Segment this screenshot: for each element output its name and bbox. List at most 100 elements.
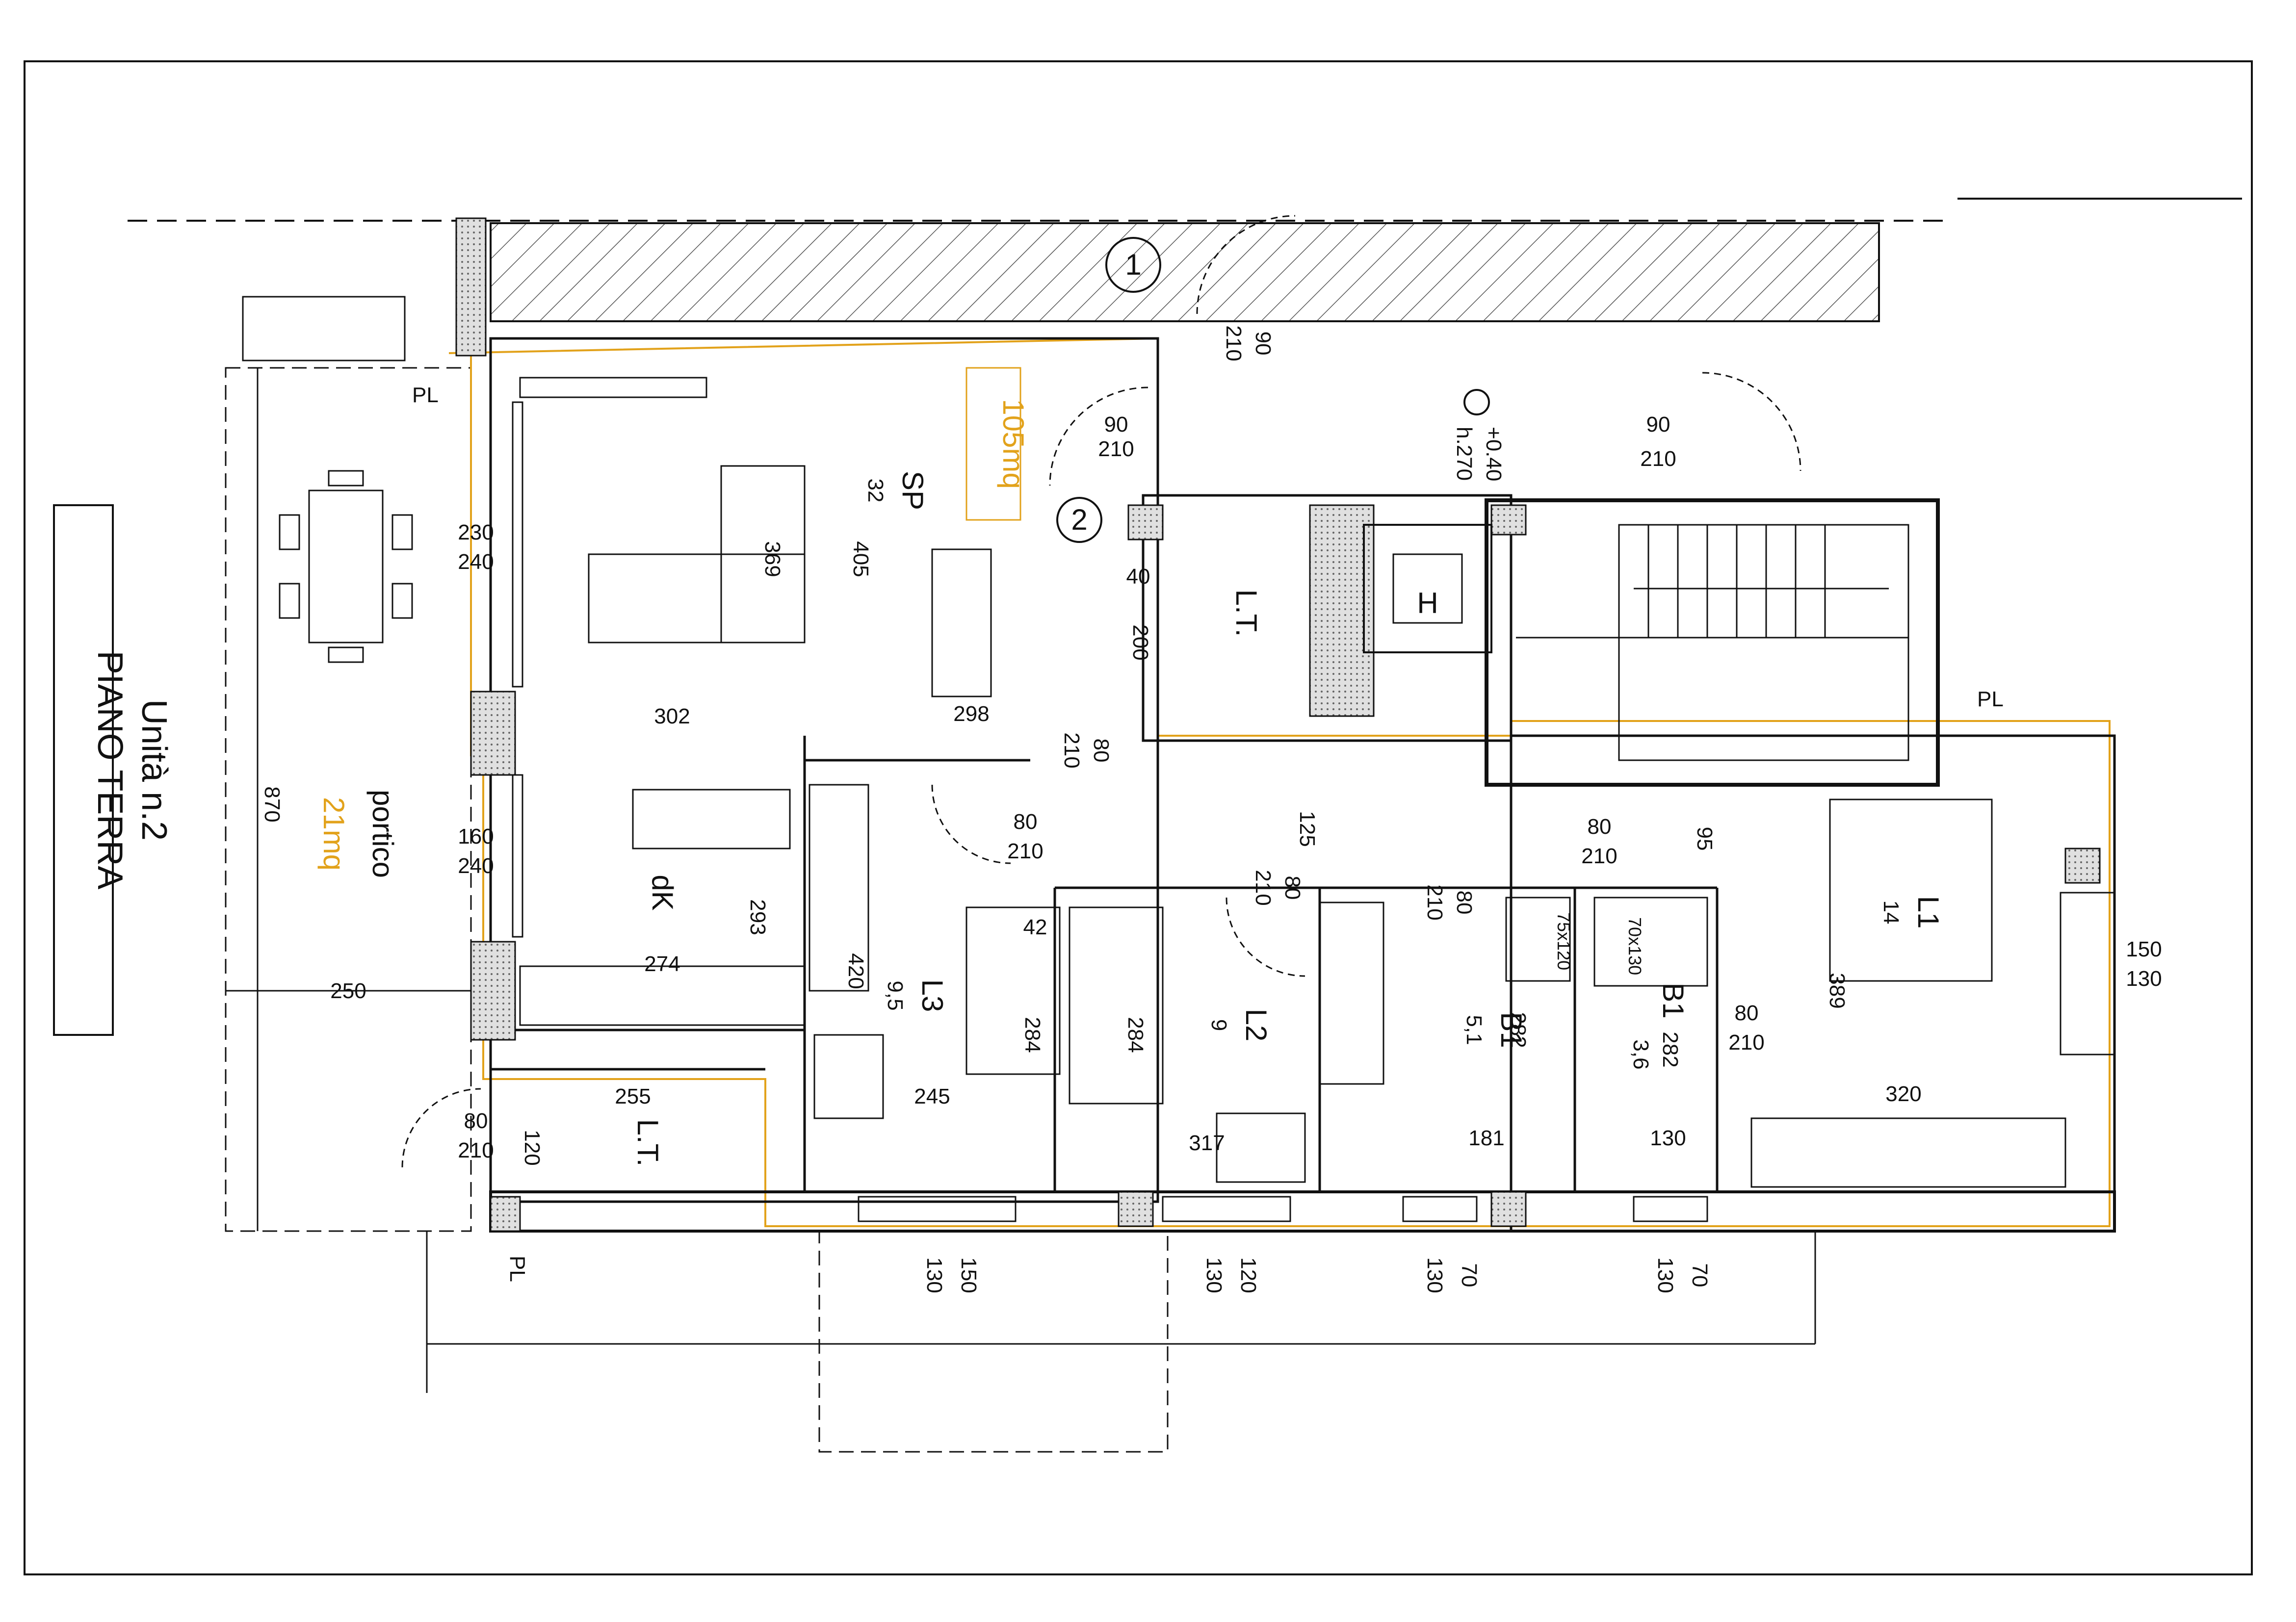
wall-segment [490, 1196, 521, 1232]
table-chair [328, 646, 364, 663]
lift-label: H [1417, 587, 1438, 619]
pl-label: PL [412, 383, 439, 407]
window-dim: 160 [458, 824, 494, 849]
portico-name: portico [366, 790, 399, 878]
door-dim: 80 [1588, 815, 1612, 839]
window-dim: 70 [1457, 1263, 1481, 1287]
dim-label: 200 [1128, 624, 1152, 660]
door-dim: 90 [1646, 412, 1670, 437]
door-dim: 210 [458, 1138, 494, 1162]
dim-label: 125 [1295, 811, 1319, 847]
window [1633, 1196, 1708, 1222]
furniture [519, 377, 2066, 1188]
elevation-height: h.270 [1452, 427, 1476, 481]
dim-label: 293 [746, 899, 770, 935]
door-dim: 80 [1452, 891, 1476, 915]
wall-stair-block [1142, 494, 1513, 742]
ramp-outline [818, 1230, 1169, 1453]
window [858, 1196, 1017, 1222]
door-dim: 210 [1098, 437, 1134, 461]
total-area: 105mq [997, 399, 1030, 489]
door-dim: 210 [1728, 1030, 1764, 1055]
door-dim: 90 [1251, 332, 1275, 356]
room-labels: SP 32 105mq dK L1 14 L2 9 L3 9,5 B1 5,1 … [631, 367, 1945, 1167]
door-dims: 90 210 90 210 90 210 80 210 80 210 80 21… [458, 325, 1764, 1162]
bed-double [1829, 798, 1993, 982]
dim-label: 130 [1650, 1126, 1686, 1150]
table-chair [391, 514, 413, 550]
desk [813, 1034, 884, 1119]
dim-label: 317 [1189, 1131, 1225, 1155]
window [512, 401, 523, 688]
unit-label: Unità n.2 [134, 699, 174, 841]
dim-label: 420 [844, 953, 868, 989]
window-dim: 120 [1236, 1257, 1260, 1293]
portico: portico 21mq 870 250 [225, 296, 472, 1232]
room-label-b1: B1 [1657, 982, 1690, 1018]
room-label-b1: B1 [1495, 1012, 1528, 1048]
portico-outline [225, 367, 472, 1232]
dim-label: 298 [953, 702, 989, 726]
floor-label: PIANO TERRA [90, 651, 130, 890]
room-area-l3: 9,5 [883, 980, 907, 1010]
door-dim: 80 [1280, 876, 1305, 900]
table-chair [391, 583, 413, 619]
dim-label: 284 [1123, 1017, 1148, 1053]
room-area-l2: 9 [1207, 1019, 1231, 1031]
wall-bedroom-wing [1510, 734, 2116, 1233]
wardrobe [1750, 1117, 2066, 1188]
wall-segment [1490, 1191, 1527, 1227]
pl-label: PL [1977, 687, 2004, 711]
bed-single [965, 906, 1061, 1075]
dim-label: 181 [1468, 1126, 1504, 1150]
door-dim: 210 [1640, 447, 1676, 471]
lift-inner [1392, 553, 1463, 624]
table-chair [279, 583, 300, 619]
desk [1216, 1112, 1306, 1183]
elevation-level: +0.40 [1482, 427, 1506, 481]
wardrobe [1319, 901, 1384, 1085]
room-label-lt: L.T. [1230, 590, 1263, 637]
portico-table [308, 489, 384, 644]
hatched-strip [490, 222, 1880, 322]
window-dim: 240 [458, 550, 494, 574]
room-label-l2: L2 [1240, 1009, 1273, 1042]
dim-250: 250 [330, 979, 366, 1003]
door-swing [401, 1088, 481, 1168]
window [512, 774, 523, 938]
portico-post [242, 296, 406, 361]
table-chair [279, 514, 300, 550]
markers: 1 2 [1056, 237, 1161, 543]
unit-outline [448, 337, 2111, 1227]
sofa [720, 465, 806, 644]
wall-segment [2064, 848, 2101, 884]
marker-circle [1056, 497, 1102, 543]
door-dim: 80 [464, 1109, 488, 1133]
dim-label: 302 [654, 704, 690, 728]
room-label-sp: SP [896, 471, 929, 510]
window-dim: 130 [2126, 967, 2162, 991]
door-dim: 80 [1014, 810, 1038, 834]
wardrobe [809, 784, 869, 992]
window [1402, 1196, 1478, 1222]
room-label-lt: L.T. [631, 1119, 664, 1167]
dim-870: 870 [260, 786, 284, 822]
walls [489, 337, 2116, 1233]
dim-label: 284 [1020, 1017, 1044, 1053]
kitchen-counter [519, 965, 806, 1026]
door-dim: 210 [1007, 839, 1043, 863]
elevation-marker [1463, 389, 1490, 415]
window-dim: 150 [957, 1257, 981, 1293]
window-dim: 130 [1653, 1257, 1677, 1293]
staircase [1516, 524, 1909, 761]
shower [1505, 897, 1571, 982]
door-swing [1702, 372, 1801, 471]
portico-area: 21mq [317, 797, 350, 871]
door-swing [1226, 897, 1305, 977]
room-label-l1: L1 [1912, 896, 1945, 929]
pl-label: PL [505, 1256, 529, 1282]
title-frame [53, 504, 114, 1036]
kitchen-island [632, 789, 791, 850]
wall-segment [1127, 504, 1164, 541]
